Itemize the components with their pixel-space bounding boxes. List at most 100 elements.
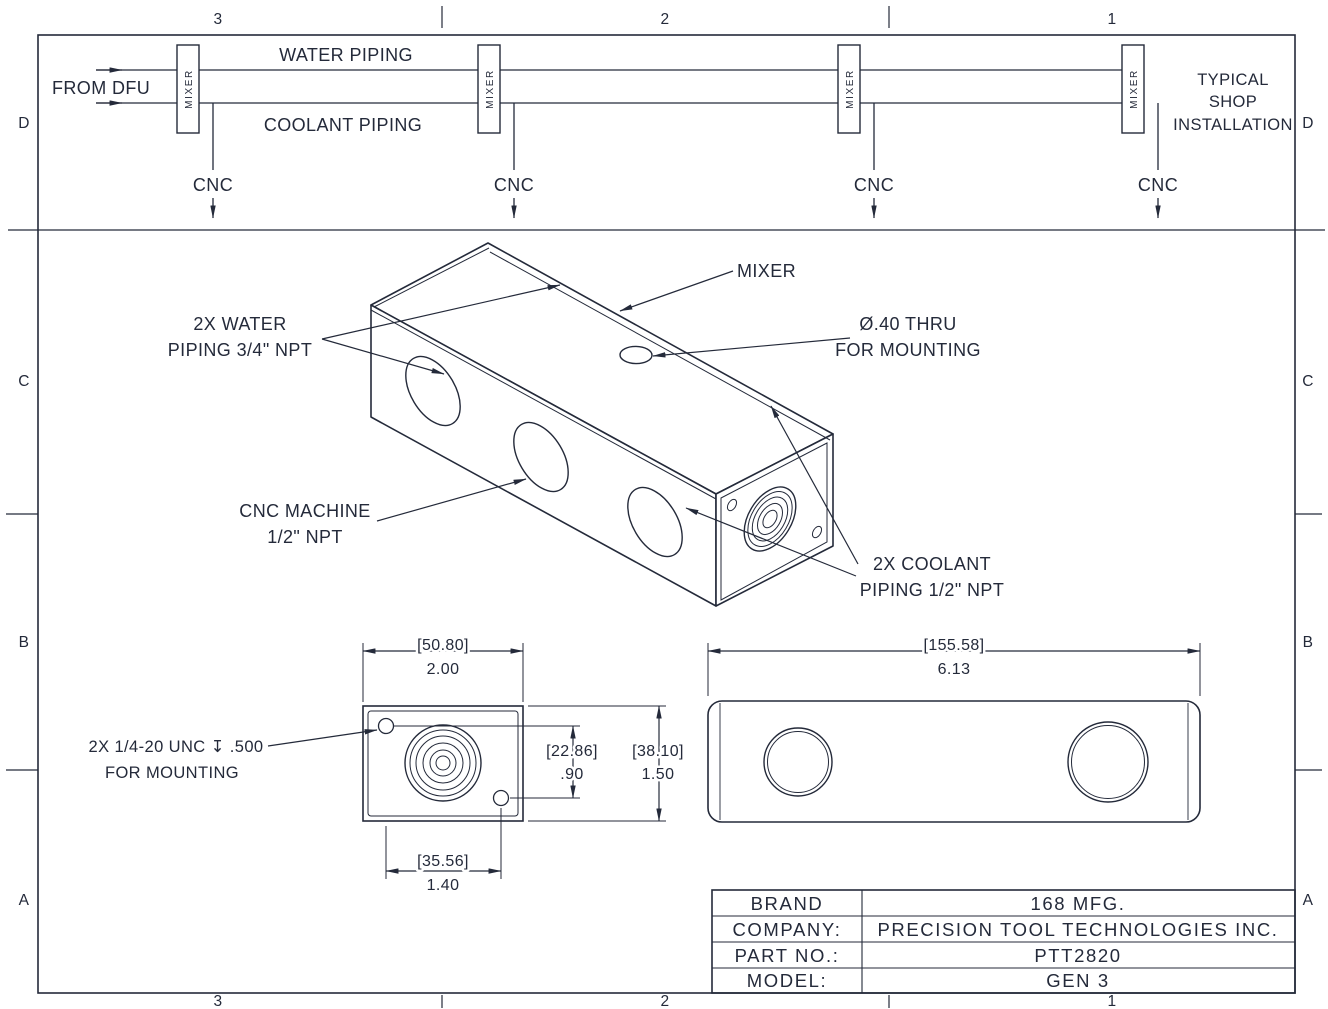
mixer-box <box>837 44 861 134</box>
water-callout-line-2: PIPING 3/4" NPT <box>168 340 312 360</box>
zone-label-right-b: B <box>1303 634 1314 651</box>
mixer-box <box>176 44 200 134</box>
cnc-label: CNC <box>494 175 534 195</box>
fitting-ring-2 <box>409 729 477 797</box>
dim-hole-offset-mm: [22.86] <box>546 743 598 760</box>
part-no-value: PTT2820 <box>1034 945 1121 966</box>
fitting-ring-5 <box>429 749 457 777</box>
zone-labels: 3 2 1 3 2 1 D C B A D C B A <box>18 11 1314 1009</box>
end-face-inset <box>720 442 828 601</box>
mixer-unit-3: MIXER CNC <box>837 44 894 219</box>
mixer-box-label: MIXER <box>184 69 195 109</box>
zone-label-right-c: C <box>1302 373 1314 390</box>
zone-label-top-2: 2 <box>660 11 669 28</box>
water-callout-line-1: 2X WATER <box>193 314 286 334</box>
mount-callout-line-1: 2X 1/4-20 UNC ↧ .500 <box>89 738 264 756</box>
cnc-port-leader <box>376 478 527 522</box>
dim-height-in: 1.50 <box>642 766 675 783</box>
cnc-label: CNC <box>193 175 233 195</box>
zone-label-bottom-1: 1 <box>1107 993 1116 1009</box>
dim-length-mm: [155.58] <box>923 637 984 654</box>
dim-width-mm: [50.80] <box>417 637 469 654</box>
coolant-piping-label: COOLANT PIPING <box>264 115 422 135</box>
end-mount-hole-1 <box>726 498 738 512</box>
zone-label-bottom-3: 3 <box>213 993 222 1009</box>
front-port-2 <box>513 421 569 493</box>
model-label: MODEL: <box>747 970 828 991</box>
part-no-label: PART NO.: <box>735 945 840 966</box>
isometric-view: MIXER 2X WATER PIPING 3/4" NPT Ø.40 THRU… <box>168 242 1004 607</box>
front-port-3 <box>627 486 683 558</box>
zone-label-left-a: A <box>19 892 30 909</box>
chamfer-line-1 <box>373 247 490 308</box>
mixer-box <box>1121 44 1145 134</box>
cnc-port-callout-line-1: CNC MACHINE <box>239 501 370 521</box>
fitting-ring-1 <box>404 724 482 802</box>
mixer-unit-4: MIXER CNC <box>1121 44 1178 219</box>
end-fitting-ring-5 <box>762 509 778 529</box>
mixer-unit-2: MIXER CNC <box>477 44 534 219</box>
side-view-dimensions <box>707 643 1201 696</box>
brand-label: BRAND <box>751 893 824 914</box>
coolant-leader-2 <box>685 507 857 577</box>
zone-label-left-b: B <box>19 634 30 651</box>
port-right-outer <box>1067 721 1149 803</box>
water-piping-label: WATER PIPING <box>279 45 413 65</box>
side-view: [155.58] 6.13 <box>707 635 1201 823</box>
mixer-box-label: MIXER <box>845 69 856 109</box>
coolant-callout-line-2: PIPING 1/2" NPT <box>860 580 1004 600</box>
mount-callout-leader <box>267 729 378 747</box>
zone-label-top-1: 1 <box>1107 11 1116 28</box>
company-label: COMPANY: <box>732 919 841 940</box>
shop-note-line-3: INSTALLATION <box>1173 116 1293 134</box>
mixer-callout: MIXER <box>737 261 796 281</box>
cnc-label: CNC <box>854 175 894 195</box>
end-view-outline <box>362 705 524 822</box>
port-left-inner <box>767 731 829 793</box>
piping-lines <box>96 67 1133 106</box>
block-end-face <box>715 433 834 607</box>
dim-height-mm: [38.10] <box>632 743 684 760</box>
zone-label-right-d: D <box>1302 115 1314 132</box>
mixer-box-label: MIXER <box>485 69 496 109</box>
zone-label-right-a: A <box>1303 892 1314 909</box>
end-view: [50.80] 2.00 [22.86] .90 [38.10] 1.50 [3… <box>89 635 686 897</box>
mount-hole-top-left <box>377 717 395 735</box>
end-view-dimensions <box>267 643 666 879</box>
top-mount-hole <box>619 345 653 365</box>
mount-hole-bottom-right <box>492 789 510 807</box>
fitting-ring-6 <box>435 755 451 771</box>
mount-hole-callout-line-2: FOR MOUNTING <box>835 340 981 360</box>
mount-callout-line-2: FOR MOUNTING <box>105 764 239 782</box>
side-view-outline <box>707 700 1201 823</box>
end-view-geometry <box>362 705 524 822</box>
shop-installation-schematic: MIXER CNC MIXER CNC MIXER CNC MIXER CNC <box>52 44 1293 219</box>
zone-label-left-d: D <box>18 115 30 132</box>
port-right-inner <box>1071 725 1145 799</box>
block-ports <box>405 345 823 558</box>
shop-note-line-2: SHOP <box>1209 93 1257 111</box>
mount-hole-leader <box>652 337 851 358</box>
cnc-port-callout-line-2: 1/2" NPT <box>267 527 343 547</box>
mixer-box <box>477 44 501 134</box>
mixer-leader <box>619 270 734 312</box>
title-block-grid <box>711 889 1296 994</box>
front-port-1 <box>405 355 461 427</box>
end-fitting-ring-4 <box>757 502 783 536</box>
from-dfu-label: FROM DFU <box>52 78 150 98</box>
company-value: PRECISION TOOL TECHNOLOGIES INC. <box>877 919 1278 940</box>
dim-length-in: 6.13 <box>938 661 971 678</box>
zone-label-left-c: C <box>18 373 30 390</box>
mount-hole-callout-line-1: Ø.40 THRU <box>859 314 956 334</box>
coolant-callout-line-1: 2X COOLANT <box>873 554 991 574</box>
chamfer-line-2 <box>370 309 717 500</box>
water-leader-2 <box>321 338 445 375</box>
mixer-unit-1: MIXER CNC <box>176 44 233 219</box>
brand-value: 168 MFG. <box>1030 893 1125 914</box>
zone-label-top-3: 3 <box>213 11 222 28</box>
end-mount-hole-2 <box>811 525 823 539</box>
dim-hole-offset-in: .90 <box>560 766 583 783</box>
mixer-box-label: MIXER <box>1129 69 1140 109</box>
shop-note-line-1: TYPICAL <box>1197 71 1269 89</box>
